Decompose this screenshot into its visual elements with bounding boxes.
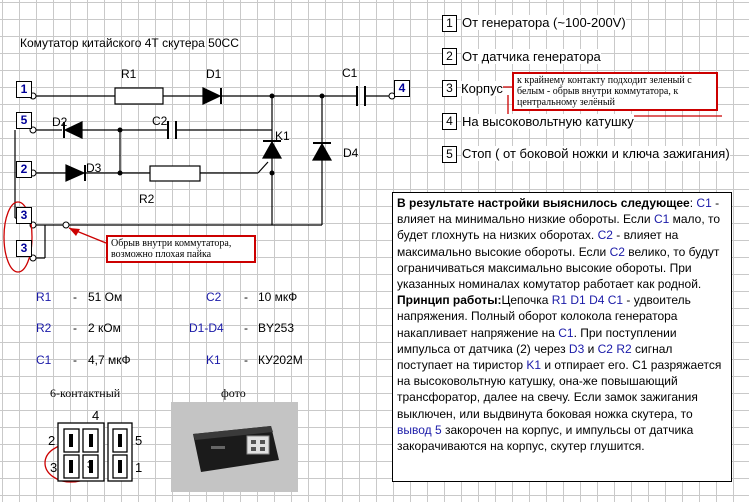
comp-name-r1: R1 bbox=[36, 290, 52, 304]
comp-value-c2: 10 мкФ bbox=[258, 290, 298, 304]
pin-4: 4 bbox=[394, 80, 410, 97]
info-text: велико, то будут ограничиваться максимал… bbox=[397, 244, 720, 292]
info-ref-pin5: вывод 5 bbox=[397, 422, 442, 437]
legend-num-4: 4 bbox=[442, 113, 457, 130]
note-internal-break: Обрыв внутри коммутатора, возможно плоха… bbox=[106, 235, 256, 263]
pin-1: 1 bbox=[16, 81, 32, 98]
connector-num-4: 4 bbox=[92, 408, 100, 423]
label-d1: D1 bbox=[206, 67, 222, 81]
info-ref-k1: K1 bbox=[526, 358, 542, 373]
comp-name-c2: C2 bbox=[206, 290, 222, 304]
legend-text-2: От датчика генератора bbox=[462, 49, 601, 64]
info-ref-chain: R1 D1 D4 C1 bbox=[551, 293, 624, 308]
label-c2: C2 bbox=[152, 114, 168, 128]
info-text: - удвоитель напряжения. Полный оборот ко… bbox=[397, 293, 691, 340]
photo-title: фото bbox=[221, 386, 246, 400]
legend-num-3: 3 bbox=[442, 80, 457, 97]
info-text: - влияет на максимально высокие обороты.… bbox=[397, 228, 679, 259]
legend-text-5: Стоп ( от боковой ножки и ключа зажигани… bbox=[462, 146, 730, 161]
connector-num-2: 2 bbox=[48, 433, 56, 448]
comp-name-c1: C1 bbox=[36, 353, 52, 367]
comp-name-k1: K1 bbox=[206, 353, 221, 367]
info-text: и отпирает его. C1 разряжается на высоко… bbox=[397, 358, 722, 421]
page-title: Комутатор китайского 4Т скутера 50СС bbox=[20, 36, 239, 50]
info-ref-c2: C2 bbox=[609, 244, 625, 259]
legend-text-4: На высоковольтную катушку bbox=[462, 114, 634, 129]
comp-dash-r2: - bbox=[73, 321, 77, 335]
info-principle-heading: Принцип работы: bbox=[397, 293, 502, 308]
connector-title: 6-контактный bbox=[50, 386, 121, 400]
info-ref-c1: C1 bbox=[653, 212, 670, 227]
comp-dash-c2: - bbox=[244, 290, 248, 304]
note-korpus-wires: к крайнему контакту подходит зеленый с б… bbox=[512, 72, 718, 111]
connector-num-3-left: 3 bbox=[50, 460, 58, 475]
info-ref-c1: C1 bbox=[696, 196, 712, 210]
info-ref-c1: C1 bbox=[558, 325, 574, 340]
label-d4: D4 bbox=[343, 146, 359, 160]
commutator-photo bbox=[171, 402, 298, 492]
info-text: закорочен на корпус, и импульсы от датчи… bbox=[397, 422, 694, 454]
comp-dash-k1: - bbox=[244, 353, 248, 367]
info-box: В результате настройки выяснилось следую… bbox=[392, 192, 732, 482]
connector-num-5: 5 bbox=[135, 433, 143, 448]
connector-num-3-right: 3 bbox=[87, 460, 93, 471]
info-text: сигнал поступает на тиристор bbox=[397, 341, 673, 373]
legend-num-2: 2 bbox=[442, 48, 457, 65]
info-ref-c2: C2 bbox=[597, 228, 613, 243]
comp-dash-c1: - bbox=[73, 353, 77, 367]
comp-value-r1: 51 Ом bbox=[88, 290, 123, 304]
label-r2: R2 bbox=[139, 192, 155, 206]
label-c1: C1 bbox=[342, 66, 358, 80]
info-ref-d3: D3 bbox=[568, 341, 585, 356]
connector-num-1: 1 bbox=[135, 460, 143, 475]
pin-3-upper: 3 bbox=[16, 207, 32, 224]
comp-dash-r1: - bbox=[73, 290, 77, 304]
info-heading: В результате настройки выяснилось следую… bbox=[397, 196, 690, 210]
comp-name-d1d4: D1-D4 bbox=[189, 321, 224, 335]
info-ref-c2r2: C2 R2 bbox=[597, 341, 632, 356]
legend-num-5: 5 bbox=[442, 146, 457, 163]
label-d3: D3 bbox=[86, 161, 102, 175]
comp-dash-d1d4: - bbox=[244, 321, 248, 335]
connector-diagram bbox=[57, 422, 133, 482]
pin-5: 5 bbox=[16, 112, 32, 129]
label-d2: D2 bbox=[52, 115, 68, 129]
info-text: мало, то будет глохнуть на низких оборот… bbox=[397, 212, 721, 243]
commutator-photo-image bbox=[171, 402, 298, 492]
info-text: - влияет на минимально низкие обороты. Е… bbox=[397, 196, 720, 227]
label-r1: R1 bbox=[121, 67, 137, 81]
comp-value-d1d4: BY253 bbox=[258, 321, 295, 335]
info-text: . При поступлении импульса от датчика (2… bbox=[397, 325, 677, 356]
comp-value-c1: 4,7 мкФ bbox=[88, 353, 131, 367]
info-text: и bbox=[584, 341, 598, 356]
info-text: Цепочка bbox=[501, 293, 552, 308]
pin-3-lower: 3 bbox=[16, 240, 32, 257]
legend-num-1: 1 bbox=[442, 15, 457, 32]
comp-value-r2: 2 кОм bbox=[88, 321, 121, 335]
label-k1: K1 bbox=[275, 129, 290, 143]
comp-name-r2: R2 bbox=[36, 321, 52, 335]
comp-value-k1: КУ202М bbox=[258, 353, 303, 367]
pin-2: 2 bbox=[16, 161, 32, 178]
legend-text-3: Корпус bbox=[461, 81, 503, 96]
legend-text-1: От генератора (~100-200V) bbox=[462, 15, 626, 30]
